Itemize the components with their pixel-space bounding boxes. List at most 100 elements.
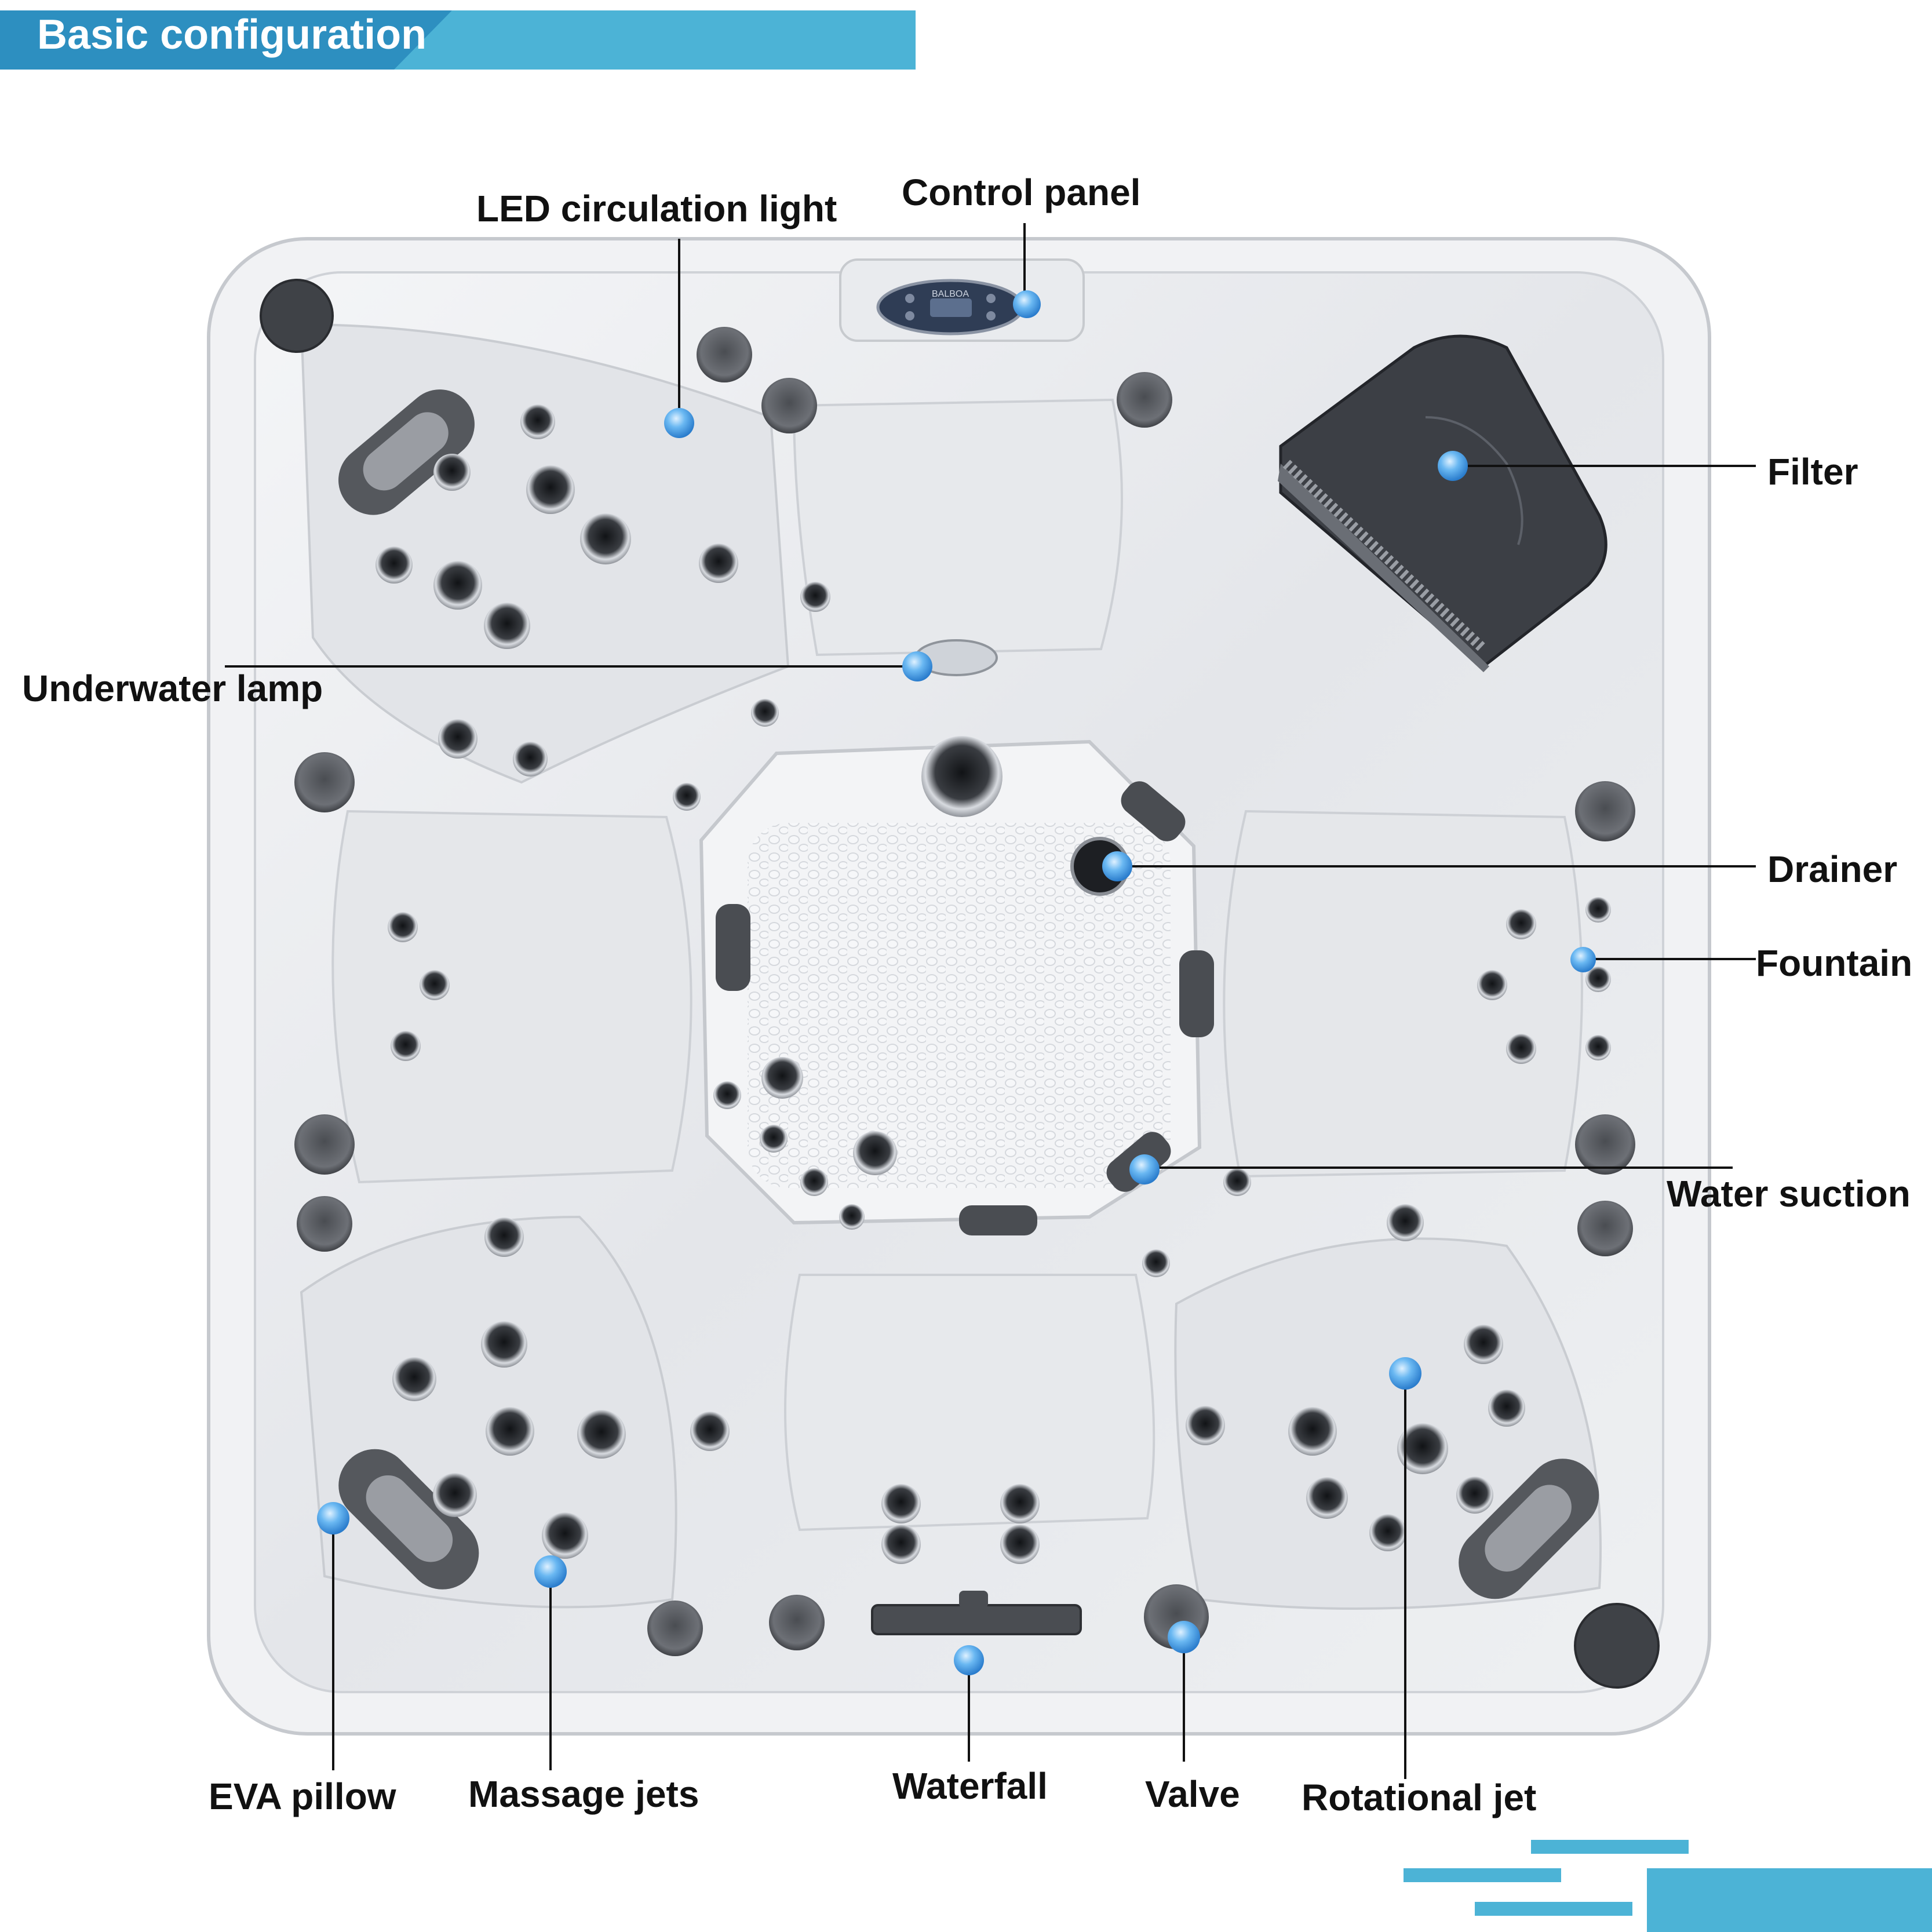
marker-fountain (1570, 947, 1596, 972)
water-suction-icon (716, 904, 750, 991)
massage-jet-icon (853, 1131, 897, 1175)
valve-icon (769, 1595, 825, 1650)
massage-jet-icon (690, 1412, 730, 1451)
massage-jet-icon (388, 912, 418, 942)
massage-jet-icon (1306, 1477, 1348, 1519)
marker-control-panel (1013, 290, 1041, 318)
massage-jet-icon (1288, 1407, 1337, 1456)
label-massage-jets: Massage jets (468, 1773, 699, 1815)
waterfall-spout (871, 1604, 1082, 1635)
massage-jet-icon (486, 1407, 534, 1456)
massage-jet-icon (881, 1484, 921, 1523)
massage-jet-icon (800, 582, 830, 612)
marker-rotational-jet (1389, 1357, 1421, 1390)
valve-icon (761, 378, 817, 433)
filter-grille (1278, 464, 1489, 672)
massage-jet-icon (513, 742, 548, 777)
massage-jet-icon (1186, 1406, 1225, 1445)
label-rotational-jet: Rotational jet (1302, 1777, 1537, 1818)
valve-icon (1575, 781, 1635, 841)
water-suction-icon (1121, 781, 1186, 841)
fountain-icon (1585, 897, 1611, 923)
valve-icon (647, 1601, 703, 1656)
marker-water-suction (1129, 1154, 1160, 1184)
control-panel-display (930, 298, 972, 317)
massage-jet-icon (839, 1204, 865, 1230)
massage-jets (376, 404, 1536, 1564)
label-filter: Filter (1767, 451, 1858, 493)
valve-icon (1117, 372, 1172, 428)
decor-stripe (1404, 1868, 1561, 1882)
massage-jet-icon (433, 561, 482, 610)
massage-jet-icon (881, 1525, 921, 1564)
waterfall-knob (959, 1591, 988, 1608)
label-fountain: Fountain (1756, 942, 1913, 984)
massage-jet-icon (484, 1217, 524, 1257)
valve-icon (294, 1114, 355, 1175)
massage-jet-icon (433, 1473, 477, 1517)
callout-markers (317, 290, 1596, 1675)
control-button-icon (986, 294, 996, 303)
water-suction-icon (959, 1205, 1037, 1235)
header-dark-band (0, 10, 452, 70)
massage-jet-icon (1456, 1477, 1493, 1514)
rotational-jet-icon (921, 736, 1003, 817)
marker-drainer (1102, 851, 1132, 881)
seat-bottom-left (300, 1215, 677, 1609)
massage-jet-icon (1397, 1423, 1448, 1474)
water-suction-icon (1179, 950, 1214, 1037)
eva-pillow-bottom-right (1459, 1459, 1599, 1599)
fountain-icon (1585, 967, 1611, 992)
seat-left (331, 810, 692, 1184)
header-banner-shape (0, 10, 916, 70)
marker-waterfall (954, 1645, 984, 1675)
massage-jet-icon (1369, 1514, 1406, 1551)
massage-jet-icon (800, 1168, 828, 1196)
massage-jet-icon (376, 546, 413, 584)
massage-jet-icon (1142, 1249, 1170, 1277)
filter-lid-edge (1425, 416, 1523, 545)
filter-grille-slots (1282, 460, 1488, 653)
massage-jet-icon (713, 1081, 741, 1109)
valve-icon (697, 327, 752, 382)
massage-jet-icon (580, 513, 631, 564)
control-button-icon (986, 311, 996, 320)
control-button-icon (905, 311, 914, 320)
control-panel-brand: BALBOA (932, 289, 969, 299)
fountain-icon (1585, 1035, 1611, 1060)
decor-stripe (1531, 1840, 1689, 1854)
label-valve: Valve (1145, 1773, 1240, 1815)
decor-stripe (1475, 1902, 1632, 1916)
label-drainer: Drainer (1767, 848, 1898, 890)
section-title: Basic configuration (37, 12, 427, 58)
label-water-suction: Water suction (1667, 1173, 1911, 1215)
massage-jet-icon (484, 603, 530, 649)
label-underwater-lamp: Underwater lamp (22, 668, 323, 709)
leader-lines (225, 223, 1756, 1779)
marker-filter (1438, 451, 1468, 481)
massage-jet-icon (542, 1512, 588, 1559)
header-light-band (394, 10, 916, 70)
label-control-panel: Control panel (902, 172, 1141, 213)
massage-jet-icon (1000, 1525, 1040, 1564)
massage-jet-icon (1506, 1034, 1536, 1064)
marker-massage-jets (534, 1555, 567, 1588)
massage-jet-icon (1464, 1325, 1503, 1364)
massage-jet-icon (1223, 1168, 1251, 1196)
massage-jet-icon (1488, 1390, 1525, 1427)
filter-lid (1279, 334, 1607, 669)
corner-cap-icon (1574, 1603, 1660, 1689)
massage-jet-icon (761, 1057, 803, 1099)
marker-underwater-lamp (902, 651, 932, 681)
valve-icon (297, 1196, 352, 1252)
decor-block (1647, 1868, 1932, 1932)
massage-jet-icon (1506, 909, 1536, 939)
massage-jet-icon (577, 1410, 626, 1459)
marker-valve (1168, 1621, 1200, 1653)
massage-jet-icon (420, 970, 450, 1000)
marker-led-circulation-light (664, 408, 694, 438)
label-led-circulation-light: LED circulation light (476, 188, 837, 229)
seat-right (1223, 810, 1583, 1178)
massage-jet-icon (1000, 1484, 1040, 1523)
